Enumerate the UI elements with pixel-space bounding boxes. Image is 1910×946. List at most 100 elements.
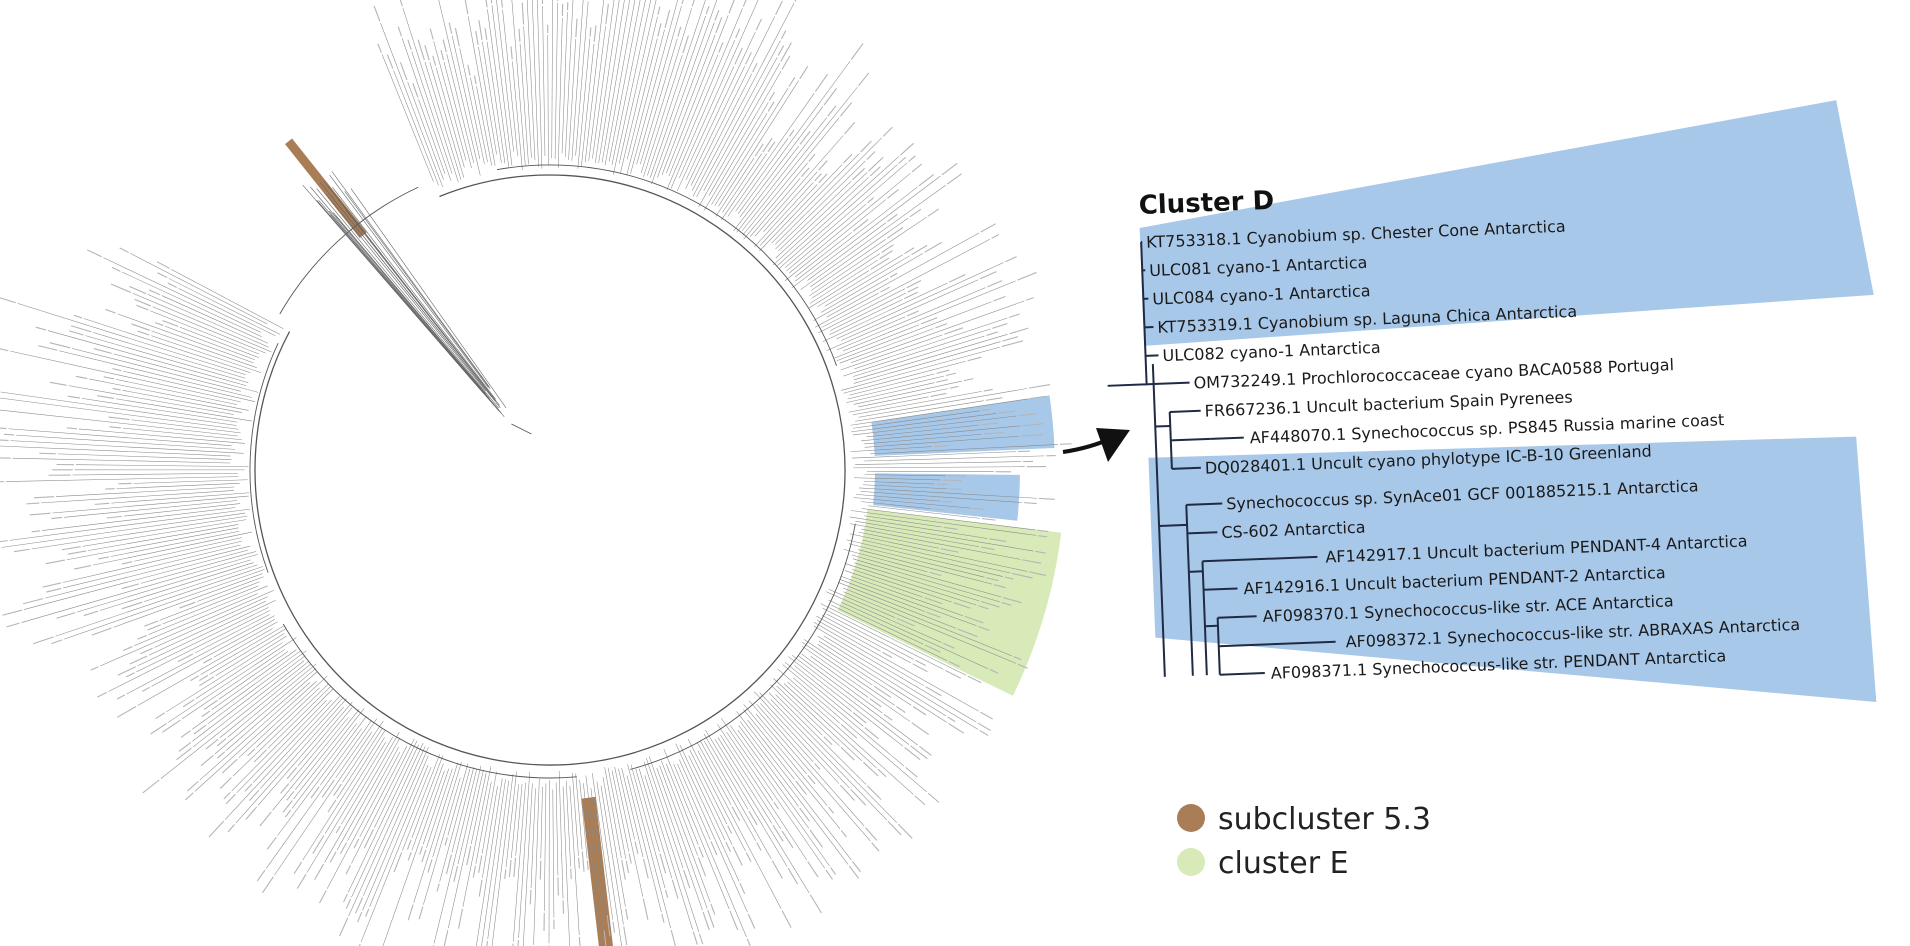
- tree-leaf-label-mark: [799, 130, 811, 145]
- tree-leaf-label-mark: [38, 345, 58, 351]
- tree-leaf-label-mark: [980, 223, 997, 233]
- tree-leaf: [714, 88, 789, 206]
- tree-leaf: [749, 178, 801, 237]
- detail-branch: [1219, 671, 1265, 676]
- tree-leaf-label-mark: [681, 0, 684, 5]
- cluster-title: Cluster D: [1138, 186, 1275, 221]
- tree-leaf-label-mark: [944, 669, 962, 679]
- tree-leaf-label-mark: [45, 559, 65, 565]
- tree-leaf-label-mark: [866, 785, 882, 800]
- tree-leaf-label-mark: [840, 746, 855, 761]
- tree-leaf: [402, 754, 441, 851]
- tree-leaf-label-mark: [818, 160, 828, 171]
- tree-leaf-label-mark: [1003, 597, 1022, 604]
- tree-leaf: [126, 615, 275, 695]
- tree-leaf-label-mark: [927, 792, 940, 803]
- tree-leaf-label-mark: [508, 860, 512, 878]
- tree-leaf-label-mark: [253, 749, 267, 763]
- tree-leaf: [849, 373, 935, 396]
- tree-leaf: [692, 3, 795, 197]
- tree-leaf: [154, 596, 268, 648]
- tree-leaf: [88, 524, 239, 551]
- tree-leaf-label-mark: [202, 657, 213, 664]
- tree-leaf: [359, 745, 408, 838]
- outgroup-branch: [333, 212, 486, 394]
- tree-leaf-label-mark: [147, 624, 162, 631]
- tree-leaf-label-mark: [682, 35, 689, 54]
- tree-leaf: [802, 641, 895, 706]
- tree-leaf-label-mark: [860, 140, 872, 153]
- tree-leaf: [861, 425, 1021, 442]
- tree-leaf: [526, 0, 536, 161]
- tree-leaf: [679, 759, 748, 913]
- tree-leaf: [611, 0, 646, 166]
- tree-leaf-label-mark: [989, 538, 1007, 542]
- outgroup-branch: [327, 184, 484, 386]
- tree-leaf-label-mark: [454, 27, 460, 47]
- tree-leaf-label-mark: [1001, 601, 1012, 606]
- tree-leaf: [491, 5, 513, 166]
- tree-leaf: [83, 318, 251, 373]
- tree-leaf: [411, 763, 444, 851]
- tree-leaf-label-mark: [707, 910, 715, 928]
- tree-leaf-label-mark: [714, 9, 720, 21]
- tree-leaf: [717, 724, 807, 861]
- tree-leaf-label-mark: [671, 879, 679, 899]
- tree-leaf: [834, 324, 920, 359]
- tree-leaf-label-mark: [989, 668, 999, 674]
- tree-leaf-label-mark: [904, 746, 921, 760]
- tree-leaf: [867, 505, 980, 519]
- tree-leaf: [850, 398, 1028, 426]
- tree-leaf-label-mark: [137, 634, 147, 640]
- tree-leaf-label-mark: [570, 868, 572, 880]
- tree-leaf-label-mark: [33, 496, 55, 499]
- tree-leaf: [775, 172, 868, 259]
- tree-leaf-label-mark: [319, 890, 327, 904]
- tree-leaf: [854, 334, 1008, 381]
- tree-leaf-label-mark: [286, 790, 295, 801]
- tree-leaf-label-mark: [936, 369, 950, 374]
- tree-leaf: [853, 335, 985, 377]
- tree-leaf-label-mark: [981, 518, 996, 521]
- tree-leaf: [17, 303, 246, 376]
- tree-leaf-label-mark: [225, 793, 236, 805]
- tree-leaf-label-mark: [943, 526, 958, 530]
- tree-leaf: [512, 61, 523, 170]
- tree-leaf-label-mark: [486, 940, 489, 946]
- tree-leaf-label-mark: [940, 548, 959, 553]
- tree-leaf: [817, 636, 947, 717]
- tree-leaf: [784, 662, 864, 727]
- tree-leaf: [703, 57, 778, 191]
- tree-leaf-label-mark: [178, 742, 192, 752]
- tree-leaf-label-mark: [768, 91, 775, 101]
- tree-leaf: [836, 287, 986, 351]
- tree-leaf-label-mark: [129, 285, 147, 295]
- tree-leaf-label-mark: [345, 898, 352, 909]
- tree-leaf-label-mark: [752, 62, 758, 73]
- tree-leaf-label-mark: [256, 869, 266, 882]
- tree-leaf: [791, 654, 910, 745]
- tree-leaf-label-mark: [967, 675, 982, 684]
- tree-leaf-label-mark: [606, 915, 611, 937]
- tree-leaf: [66, 527, 239, 560]
- tree-leaf: [837, 582, 956, 629]
- tree-leaf: [697, 750, 782, 909]
- tree-leaf: [512, 782, 526, 942]
- tree-leaf: [771, 153, 860, 244]
- tree-leaf-label-mark: [911, 244, 928, 256]
- tree-leaf: [841, 346, 1000, 391]
- tree-leaf-label-mark: [184, 792, 194, 801]
- tree-leaf: [496, 0, 515, 152]
- tree-leaf: [794, 232, 852, 278]
- tree-leaf-label-mark: [333, 783, 342, 796]
- tree-leaf: [116, 379, 238, 405]
- tree-leaf: [601, 0, 630, 163]
- tree-leaf: [113, 353, 259, 393]
- tree-leaf: [784, 162, 908, 269]
- tree-leaf-label-mark: [983, 431, 1004, 435]
- tree-leaf-label-mark: [363, 829, 374, 849]
- tree-leaf-label-mark: [1037, 529, 1049, 533]
- tree-leaf: [866, 424, 979, 438]
- tree-leaf: [554, 2, 558, 160]
- detail-branch: [1153, 381, 1190, 386]
